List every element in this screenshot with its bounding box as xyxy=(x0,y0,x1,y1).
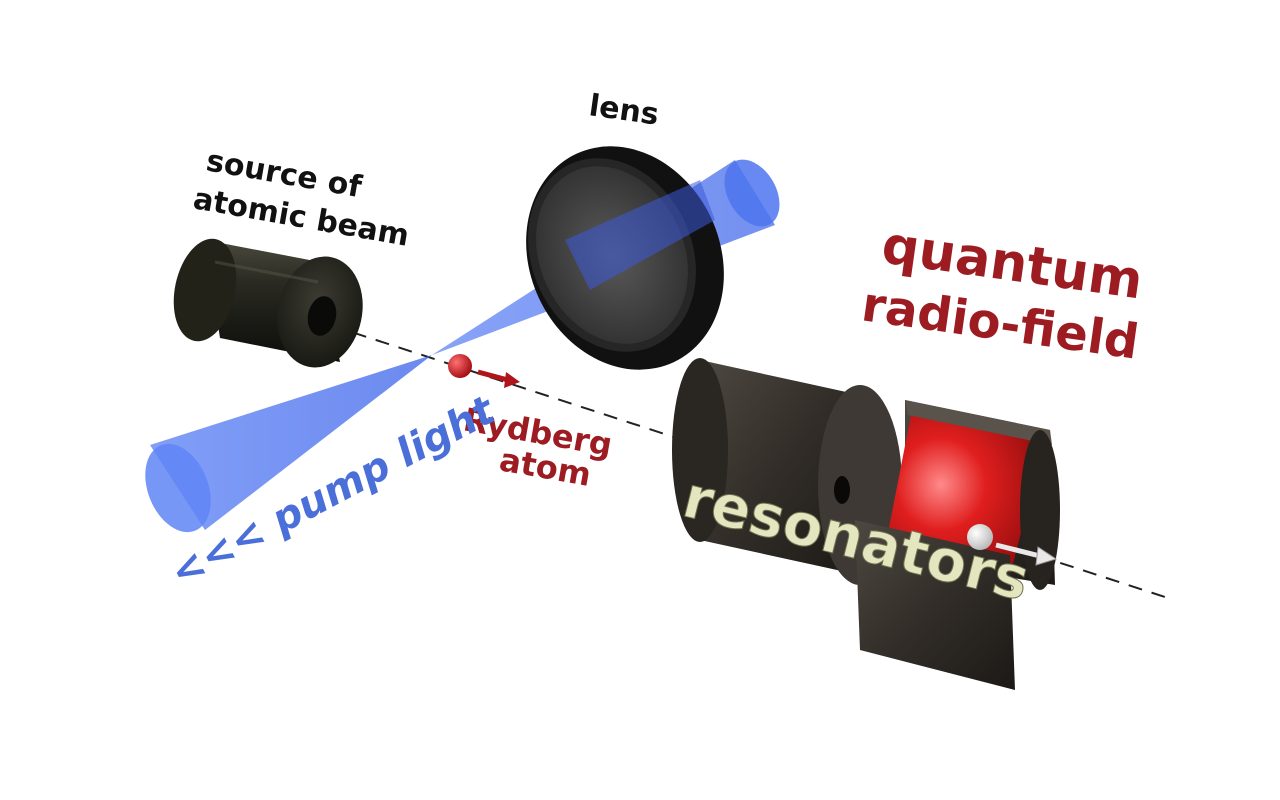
resonators xyxy=(672,358,1060,690)
lens-label: lens xyxy=(587,88,661,132)
lens xyxy=(526,146,724,370)
rydberg-atom xyxy=(448,354,520,388)
atomic-beam-source xyxy=(173,238,363,368)
cavity-atom xyxy=(967,524,1058,566)
